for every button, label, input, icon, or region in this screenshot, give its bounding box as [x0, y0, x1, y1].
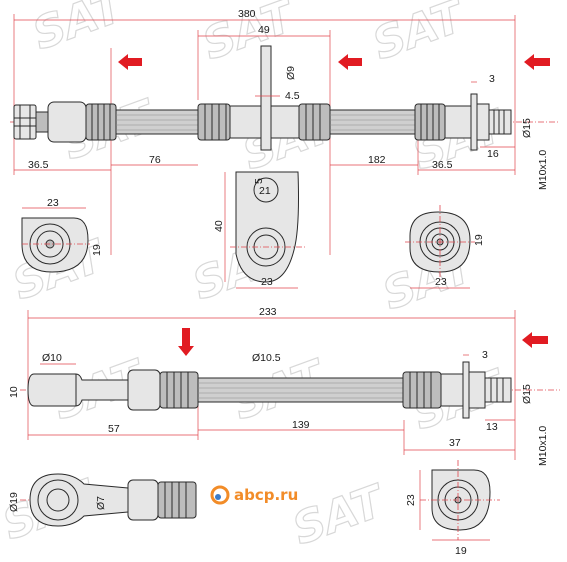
- dim-right-end-height-19: 19: [473, 234, 485, 246]
- dim-right-fitting-36-5: 36.5: [432, 159, 453, 171]
- dim-bracket-slot-5: 5: [253, 178, 265, 184]
- brand-text: abcp.ru: [234, 486, 298, 504]
- bottom-eye-view: Ø19 Ø7: [8, 473, 197, 527]
- bottom-left-crimp: [127, 369, 199, 411]
- middle-bracket-fitting: [197, 45, 331, 151]
- bottom-hose-segment: [197, 377, 404, 403]
- hose-segment-right: [329, 109, 416, 135]
- dim-bracket-height-40: 40: [213, 220, 225, 232]
- dim-overall-233: 233: [259, 306, 277, 318]
- dim-bottom-end-height-23: 23: [405, 494, 417, 506]
- dim-bottom-end-width-19: 19: [455, 545, 467, 557]
- dim-bracket-hole-21: 21: [259, 185, 271, 197]
- bottom-metal-pipe: [27, 373, 129, 407]
- top-bracket-view: 5 21 40 23: [213, 171, 305, 289]
- dim-left-fitting-36-5: 36.5: [28, 159, 49, 171]
- dim-bracket-width-23: 23: [261, 276, 273, 288]
- dim-hose-diameter-10-5: Ø10.5: [252, 352, 281, 364]
- dim-left-length-57: 57: [108, 423, 120, 435]
- dim-pipe-diameter-10: Ø10: [42, 352, 62, 364]
- dim-bracket-hole-9: Ø9: [285, 66, 297, 80]
- dim-fitting-length-16: 16: [487, 148, 499, 160]
- watermark-text: SAT: [366, 0, 472, 70]
- arrow-left-icon: [524, 54, 550, 70]
- dim-middle-length-139: 139: [292, 419, 310, 431]
- dim-right-end-width-23: 23: [435, 276, 447, 288]
- bottom-right-fitting: [402, 361, 512, 419]
- dim-bracket-49: 49: [258, 24, 270, 36]
- bottom-right-end-view: 23 19: [405, 460, 500, 557]
- top-hose-assembly: 380 49: [10, 8, 560, 255]
- dim-pipe-height-10: 10: [8, 386, 20, 398]
- hose-segment-left: [115, 109, 199, 135]
- arrow-left-icon: [118, 54, 142, 70]
- dim-overall-380: 380: [238, 8, 256, 20]
- arrow-down-icon: [178, 328, 194, 356]
- dim-eye-inner-7: Ø7: [95, 496, 107, 510]
- watermark-text: SAT: [26, 0, 132, 60]
- right-threaded-fitting: [414, 93, 512, 151]
- left-banjo-fitting: [13, 101, 117, 143]
- dim-bottom-fitting-length-13: 13: [486, 421, 498, 433]
- dim-thread-top: M10x1.0: [537, 150, 549, 190]
- dim-right-segment-182: 182: [368, 154, 386, 166]
- dim-bottom-fitting-diameter-15: Ø15: [521, 384, 533, 404]
- dim-thread-bottom: M10x1.0: [537, 426, 549, 466]
- dim-right-fitting-37: 37: [449, 437, 461, 449]
- watermark-text: SAT: [286, 475, 392, 555]
- dim-bottom-washer-3: 3: [482, 349, 488, 361]
- arrow-left-icon: [338, 54, 362, 70]
- logo-dot-icon: [215, 494, 221, 500]
- dim-washer-3: 3: [489, 73, 495, 85]
- bottom-hose-assembly: 233 Ø10 10 Ø10.5: [8, 306, 560, 466]
- arrow-left-icon: [522, 332, 548, 348]
- dim-bracket-thickness-4-5: 4.5: [285, 90, 300, 102]
- dim-left-end-width-23: 23: [47, 197, 59, 209]
- dim-fitting-diameter-15: Ø15: [521, 118, 533, 138]
- brand-logo: abcp.ru: [210, 485, 298, 505]
- dim-eye-outer-19: Ø19: [8, 492, 20, 512]
- top-left-end-view: 23 19: [21, 197, 103, 273]
- dim-left-segment-76: 76: [149, 154, 161, 166]
- logo-circle-icon: [210, 485, 230, 505]
- top-right-end-view: 19 23: [405, 205, 485, 289]
- dim-left-end-height-19: 19: [91, 244, 103, 256]
